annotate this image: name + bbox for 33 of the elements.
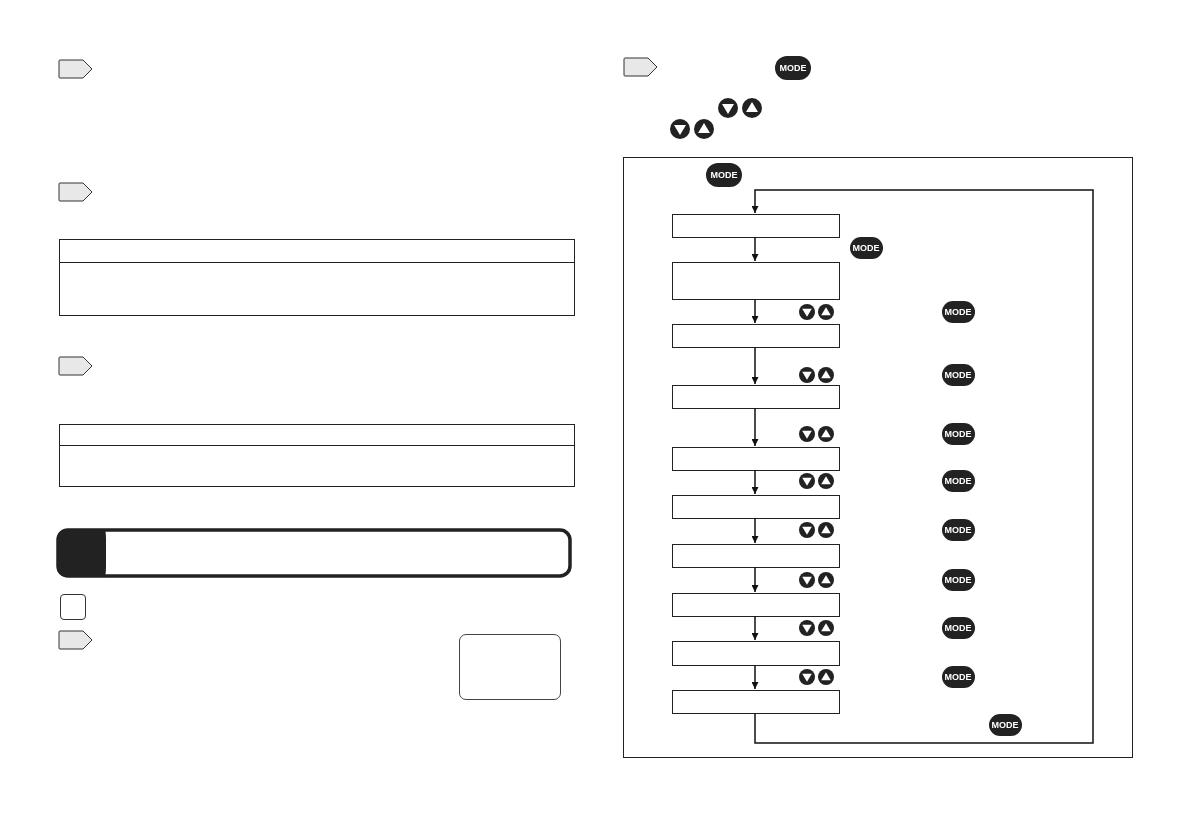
process-box bbox=[672, 447, 840, 471]
arrow bbox=[751, 664, 759, 690]
mode-button: MODE bbox=[988, 714, 1022, 736]
process-box bbox=[672, 593, 840, 617]
process-box bbox=[672, 324, 840, 348]
process-box bbox=[672, 690, 840, 714]
process-box bbox=[672, 214, 840, 238]
process-box bbox=[672, 262, 840, 300]
process-box bbox=[672, 641, 840, 666]
process-box bbox=[672, 495, 840, 519]
arrow bbox=[751, 469, 759, 495]
process-box bbox=[672, 385, 840, 409]
arrow bbox=[751, 615, 759, 641]
arrow bbox=[751, 189, 1094, 744]
mode-button: MODE bbox=[849, 237, 883, 259]
mode-button: MODE bbox=[941, 423, 975, 445]
flowchart-frame bbox=[623, 157, 1133, 758]
arrow bbox=[751, 236, 759, 262]
mode-button: MODE bbox=[706, 163, 742, 187]
mode-button: MODE bbox=[941, 617, 975, 639]
process-box bbox=[672, 544, 840, 568]
mode-button: MODE bbox=[941, 519, 975, 541]
arrow bbox=[751, 298, 759, 324]
mode-button: MODE bbox=[941, 666, 975, 688]
mode-button: MODE bbox=[941, 301, 975, 323]
arrow bbox=[751, 407, 759, 447]
mode-button: MODE bbox=[775, 56, 811, 80]
arrow bbox=[751, 517, 759, 544]
mode-button: MODE bbox=[941, 364, 975, 386]
arrow bbox=[751, 346, 759, 385]
arrow bbox=[751, 566, 759, 593]
mode-button: MODE bbox=[941, 470, 975, 492]
mode-button: MODE bbox=[941, 569, 975, 591]
